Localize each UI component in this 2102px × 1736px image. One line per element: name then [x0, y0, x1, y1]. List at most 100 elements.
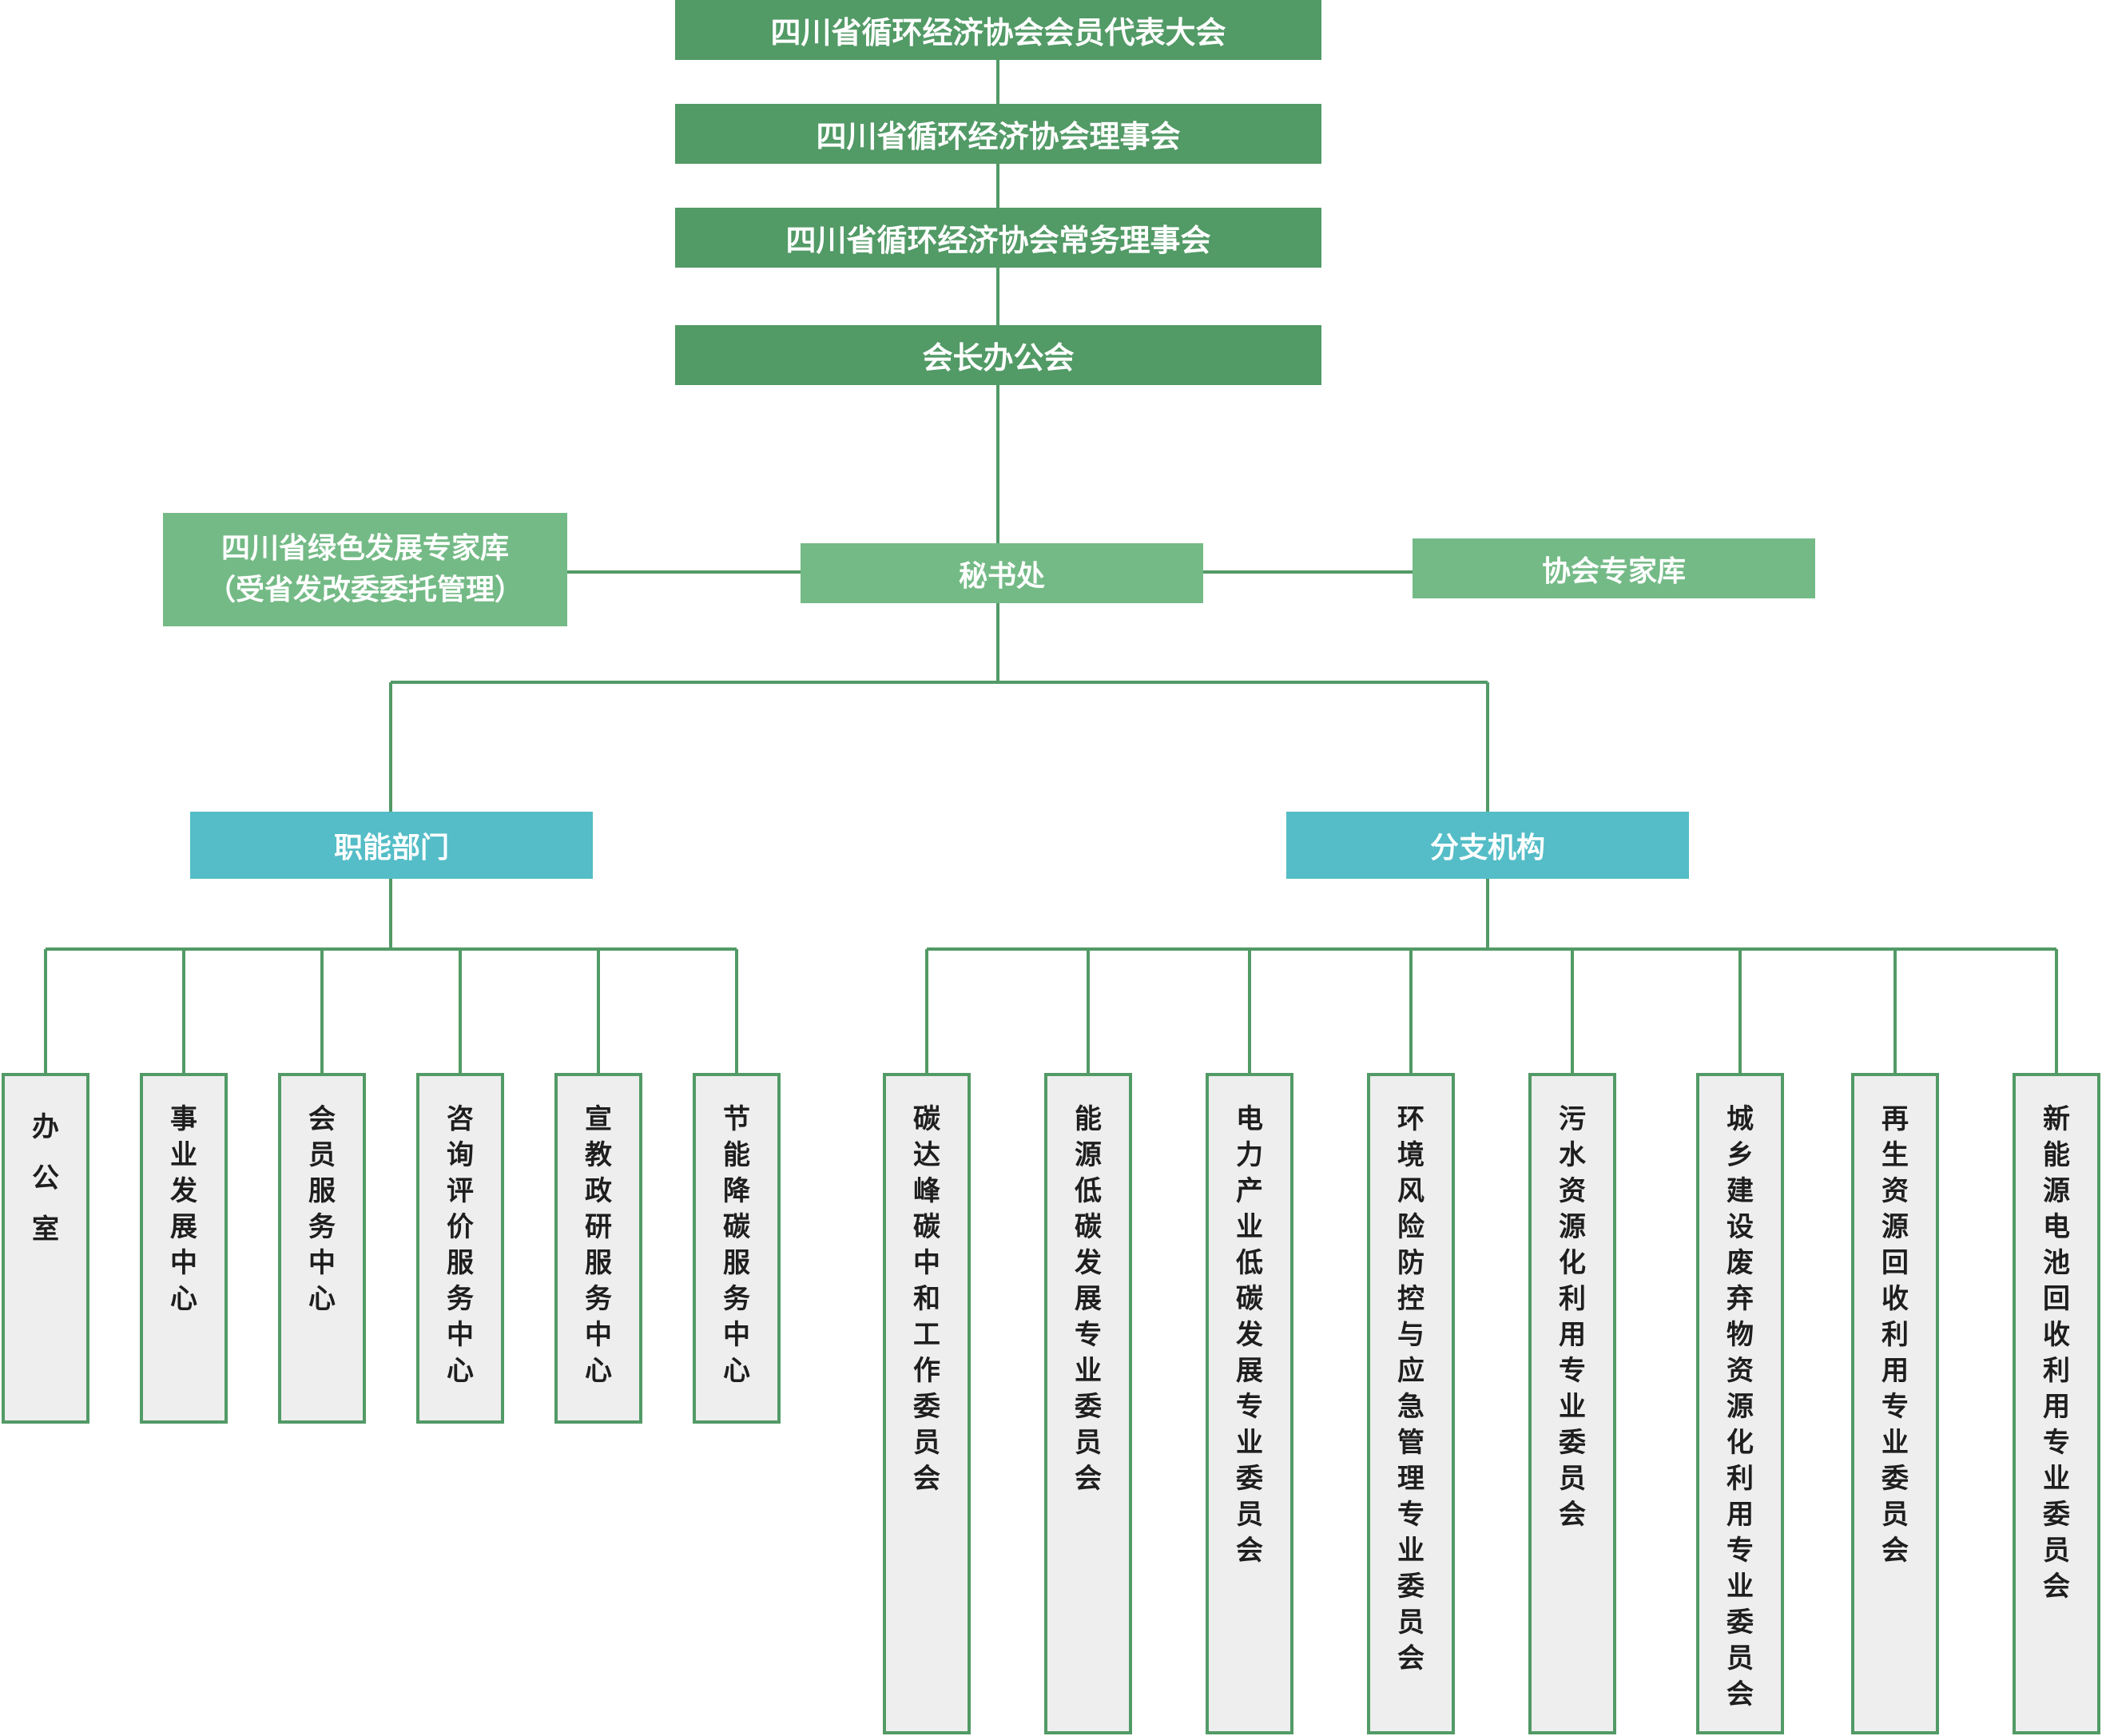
functional-department-char: 政 — [585, 1175, 612, 1207]
branch-committee-box-7: 再生资源回收利用专业委员会 — [1851, 1073, 1939, 1734]
branch-committee-char: 业 — [1236, 1427, 1263, 1459]
functional-department-char: 务 — [585, 1283, 612, 1315]
branch-committee-char: 会 — [2043, 1571, 2070, 1603]
functional-department-char: 心 — [170, 1283, 197, 1315]
branch-committee-char: 新 — [2043, 1103, 2070, 1135]
branch-committee-char: 用 — [1559, 1319, 1586, 1351]
branch-committee-char: 应 — [1397, 1355, 1425, 1387]
branch-committee-char: 委 — [1727, 1607, 1754, 1639]
branch-committee-char: 员 — [1075, 1427, 1102, 1459]
branch-committee-char: 资 — [1727, 1355, 1754, 1387]
branch-committee-char: 源 — [1559, 1211, 1586, 1243]
functional-department-char: 中 — [723, 1319, 750, 1351]
branch-committee-char: 力 — [1236, 1139, 1263, 1171]
branch-committee-char: 电 — [1236, 1103, 1263, 1135]
branch-committee-char: 达 — [913, 1139, 940, 1171]
branch-committee-char: 生 — [1881, 1139, 1909, 1171]
functional-department-box-2: 事业发展中心 — [140, 1073, 228, 1424]
functional-department-char: 教 — [585, 1139, 612, 1171]
branch-committee-char: 源 — [2043, 1175, 2070, 1207]
branch-committee-char: 专 — [1397, 1499, 1425, 1531]
branch-committee-char: 化 — [1559, 1247, 1586, 1279]
branch-committee-char: 境 — [1397, 1139, 1425, 1171]
branch-committee-char: 用 — [1881, 1355, 1909, 1387]
branch-committee-char: 会 — [1559, 1499, 1586, 1531]
functional-department-char: 价 — [447, 1211, 474, 1243]
branch-committee-char: 化 — [1727, 1427, 1754, 1459]
branch-committee-char: 水 — [1559, 1139, 1586, 1171]
branch-committee-char: 回 — [2043, 1283, 2070, 1315]
branch-committee-char: 和 — [913, 1283, 940, 1315]
branch-committee-char: 员 — [913, 1427, 940, 1459]
functional-department-char: 咨 — [447, 1103, 474, 1135]
branch-committee-char: 利 — [1727, 1463, 1754, 1495]
branch-committee-char: 险 — [1397, 1211, 1425, 1243]
branch-committee-char: 用 — [1727, 1499, 1754, 1531]
branch-committee-char: 资 — [1881, 1175, 1909, 1207]
branch-committee-char: 物 — [1727, 1319, 1754, 1351]
branch-committee-char: 展 — [1236, 1355, 1263, 1387]
branch-committee-char: 专 — [1236, 1391, 1263, 1423]
branch-committee-char: 作 — [913, 1355, 940, 1387]
branch-committee-char: 员 — [1727, 1643, 1754, 1674]
branch-committee-char: 会 — [1881, 1535, 1909, 1567]
branch-committee-char: 业 — [1075, 1355, 1102, 1387]
branch-committee-char: 乡 — [1727, 1139, 1754, 1171]
functional-department-box-6: 节能降碳服务中心 — [693, 1073, 781, 1424]
functional-department-char: 能 — [723, 1139, 750, 1171]
branch-committee-char: 污 — [1559, 1103, 1586, 1135]
functional-department-char: 事 — [170, 1103, 197, 1135]
branch-committee-char: 中 — [913, 1247, 940, 1279]
functional-department-char: 服 — [585, 1247, 612, 1279]
branch-committee-char: 专 — [1727, 1535, 1754, 1567]
council-box: 四川省循环经济协会理事会 — [675, 104, 1321, 164]
branch-committee-box-2: 能源低碳发展专业委员会 — [1044, 1073, 1132, 1734]
branch-committee-char: 业 — [2043, 1463, 2070, 1495]
general-assembly-box: 四川省循环经济协会会员代表大会 — [675, 0, 1321, 60]
branch-committee-char: 废 — [1727, 1247, 1754, 1279]
branch-committee-char: 收 — [1881, 1283, 1909, 1315]
branch-committee-char: 低 — [1075, 1175, 1102, 1207]
branch-committee-char: 委 — [1075, 1391, 1102, 1423]
branch-committee-char: 控 — [1397, 1283, 1425, 1315]
branch-committee-char: 委 — [913, 1391, 940, 1423]
secretariat-box: 秘书处 — [801, 543, 1203, 603]
functional-departments-box: 职能部门 — [190, 812, 593, 879]
branch-committee-char: 工 — [913, 1319, 940, 1351]
functional-department-box-3: 会员服务中心 — [278, 1073, 366, 1424]
branch-committee-char: 业 — [1236, 1211, 1263, 1243]
functional-department-char: 公 — [32, 1162, 59, 1194]
branch-committee-char: 设 — [1727, 1211, 1754, 1243]
branch-committee-char: 建 — [1727, 1175, 1754, 1207]
branch-committee-char: 理 — [1397, 1463, 1425, 1495]
branch-committee-char: 会 — [1236, 1535, 1263, 1567]
branch-committee-char: 员 — [1559, 1463, 1586, 1495]
branch-committee-char: 碳 — [913, 1103, 940, 1135]
branch-committee-box-6: 城乡建设废弃物资源化利用专业委员会 — [1696, 1073, 1784, 1734]
branch-committee-char: 会 — [913, 1463, 940, 1495]
branch-committee-char: 委 — [1236, 1463, 1263, 1495]
branch-committee-char: 利 — [1559, 1283, 1586, 1315]
branch-committee-char: 资 — [1559, 1175, 1586, 1207]
functional-department-char: 节 — [723, 1103, 750, 1135]
functional-department-char: 心 — [447, 1355, 474, 1387]
branch-committee-char: 发 — [1075, 1247, 1102, 1279]
branch-committee-char: 员 — [1881, 1499, 1909, 1531]
functional-department-char: 务 — [308, 1211, 336, 1243]
functional-department-char: 中 — [585, 1319, 612, 1351]
expert-pool-note: （受省发改委委托管理） — [206, 574, 523, 606]
functional-department-box-5: 宣教政研服务中心 — [554, 1073, 642, 1424]
branch-committee-char: 专 — [2043, 1427, 2070, 1459]
branch-committee-char: 峰 — [913, 1175, 940, 1207]
branch-committee-box-5: 污水资源化利用专业委员会 — [1528, 1073, 1616, 1734]
branch-committee-char: 委 — [2043, 1499, 2070, 1531]
branch-committee-char: 发 — [1236, 1319, 1263, 1351]
branch-committee-char: 业 — [1727, 1571, 1754, 1603]
branch-committee-char: 风 — [1397, 1175, 1425, 1207]
functional-department-box-1: 办公室 — [2, 1073, 89, 1424]
functional-department-char: 务 — [723, 1283, 750, 1315]
functional-department-char: 发 — [170, 1175, 197, 1207]
branch-committee-char: 收 — [2043, 1319, 2070, 1351]
functional-department-char: 研 — [585, 1211, 612, 1243]
